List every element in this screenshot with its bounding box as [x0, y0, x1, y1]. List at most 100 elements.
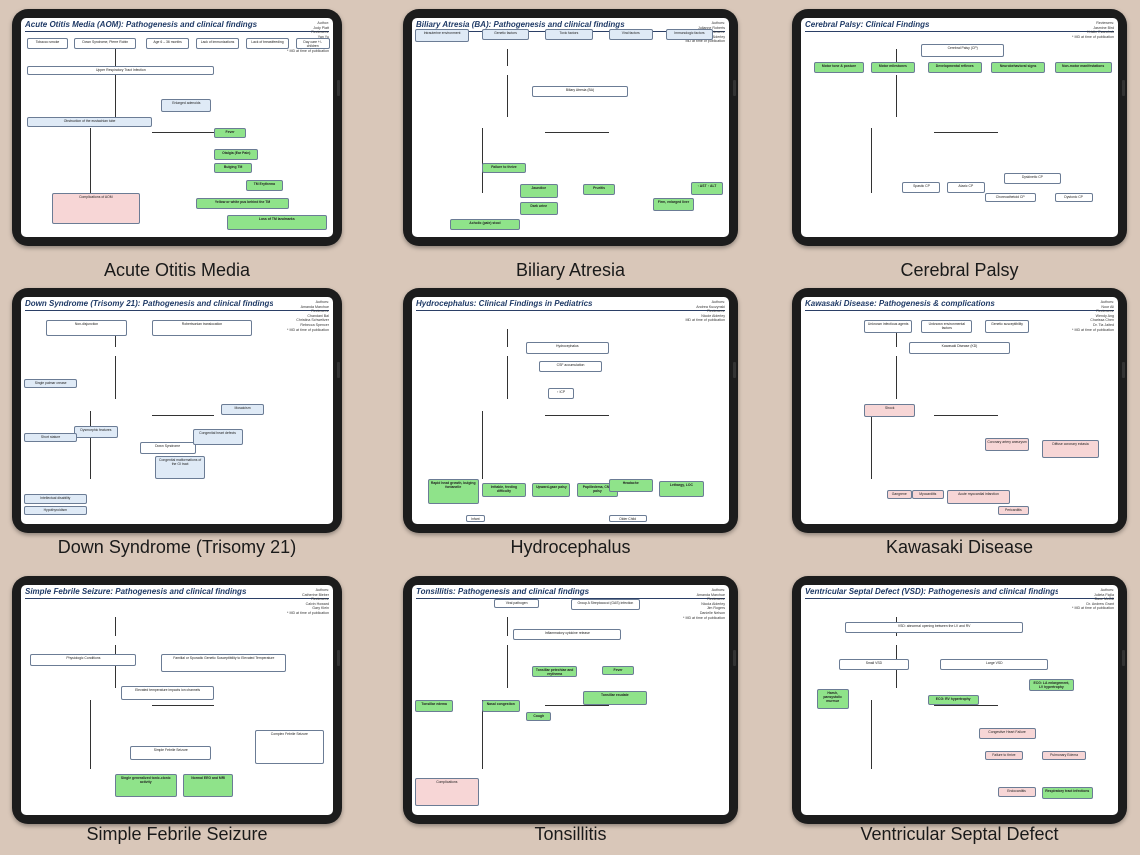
diagram-node: Physiologic Conditions	[30, 654, 137, 666]
card-caption: Acute Otitis Media	[103, 260, 251, 280]
tablet-side-button	[1122, 80, 1125, 97]
tablet-side-button	[337, 80, 340, 97]
diagram-node: Dystonic CP	[1054, 193, 1093, 202]
infographic-card[interactable]: Acute Otitis Media (AOM): Pathogenesis a…	[12, 9, 342, 285]
tablet-screen: Kawasaki Disease: Pathogenesis & complic…	[801, 297, 1118, 524]
diagram-node: Viral factors	[608, 28, 653, 40]
connector-line	[507, 644, 508, 689]
infographic-card[interactable]: Simple Febrile Seizure: Pathogenesis and…	[12, 576, 342, 849]
diagram-node: Dyskinetic CP	[1003, 173, 1061, 185]
card-caption: Cerebral Palsy	[900, 260, 1019, 280]
title-divider	[25, 598, 329, 599]
diagram-node: Viral pathogen	[494, 598, 539, 608]
document-title: Kawasaki Disease: Pathogenesis & complic…	[805, 299, 995, 308]
diagram-node: Obstruction of the eustachian tube	[27, 116, 153, 128]
diagram-node: ECG: LA enlargement, LV hypertrophy	[1029, 679, 1074, 691]
connector-line	[89, 410, 91, 479]
document-title: Down Syndrome (Trisomy 21): Pathogenesis…	[25, 299, 273, 308]
document-title: Acute Otitis Media (AOM): Pathogenesis a…	[25, 20, 258, 29]
diagram-node: Infant	[465, 514, 485, 522]
diagram-node: Upper Respiratory Tract Infection	[27, 66, 215, 75]
connector-line	[89, 127, 91, 194]
connector-line	[545, 415, 609, 416]
diagram-node: Group A Streptococci (GAS) infection	[570, 598, 641, 611]
diagram-node: Non-motor manifestations	[1054, 61, 1112, 73]
diagram-node: Lack of immunizations	[195, 37, 240, 49]
tablet-side-button	[1122, 361, 1125, 378]
connector-line	[152, 704, 215, 706]
connector-line	[114, 328, 116, 347]
tablet-screen: Ventricular Septal Defect (VSD): Pathoge…	[801, 585, 1118, 815]
title-divider	[25, 310, 329, 311]
tablet-screen: Tonsillitis: Pathogenesis and clinical f…	[412, 585, 729, 815]
diagram-node: Down Syndrome, Pierre Robin	[74, 37, 137, 49]
connector-line	[896, 328, 897, 347]
diagram-node: Developmental reflexes	[927, 61, 982, 73]
diagram-node: Acute myocardial infarction	[946, 489, 1011, 504]
connector-line	[934, 704, 998, 706]
diagram-node: Complications	[415, 778, 479, 806]
diagram-node: Lack of breastfeeding	[245, 37, 290, 49]
title-divider	[416, 310, 725, 311]
card-caption: Biliary Atresia	[515, 260, 626, 280]
diagram-node: Neurobehavioral signs	[991, 61, 1046, 73]
diagram-node: Yellow or white pus behind the TM	[195, 197, 290, 209]
diagram-node: Nasal congestion	[481, 700, 520, 712]
connector-line	[481, 410, 483, 479]
diagram-node: Unknown environmental factors	[921, 319, 973, 334]
diagram-node: Intrauterine environment	[415, 28, 470, 43]
diagram-node: Pulmonary Edema	[1041, 750, 1087, 760]
card-caption: Kawasaki Disease	[885, 537, 1034, 557]
diagram-node: Mosaicism	[220, 403, 265, 416]
diagram-node: Older Child	[608, 514, 647, 522]
card-caption: Down Syndrome (Trisomy 21)	[57, 537, 297, 557]
diagram-node: Complex Febrile Seizure	[255, 729, 324, 765]
diagram-node: TM Erythema	[245, 180, 284, 191]
infographic-card[interactable]: Hydrocephalus: Clinical Findings in Pedi…	[403, 288, 738, 562]
diagram-node: Lethargy, LOC	[659, 480, 704, 497]
diagram-node: Dysmorphic features	[74, 426, 118, 438]
diagram-node: Simple Febrile Seizure	[130, 746, 212, 760]
diagram-node: Failure to thrive	[481, 162, 527, 174]
diagram-node: Kawasaki Disease (KD)	[908, 342, 1011, 354]
tablet-side-button	[733, 80, 736, 97]
diagram-node: Coronary artery aneurysm	[984, 437, 1030, 452]
document-title: Cerebral Palsy: Clinical Findings	[805, 20, 930, 29]
infographic-card[interactable]: Down Syndrome (Trisomy 21): Pathogenesis…	[12, 288, 342, 562]
tablet-side-button	[733, 650, 736, 667]
connector-line	[89, 700, 91, 769]
diagram-node: Diffuse coronary ectasia	[1041, 440, 1099, 459]
diagram-node: CSF accumulation	[538, 360, 603, 372]
diagram-node: Biliary Atresia (BA)	[532, 85, 628, 97]
diagram-node: Day care +/- children	[295, 37, 330, 49]
diagram-node: Unknown infectious agents	[864, 319, 912, 334]
diagram-node: Headache	[608, 478, 653, 493]
diagram-node: Otalgia (Ear Pain)	[214, 149, 259, 161]
diagram-node: Genetic factors	[481, 28, 530, 40]
infographic-card[interactable]: Ventricular Septal Defect (VSD): Pathoge…	[792, 576, 1127, 849]
title-divider	[805, 310, 1114, 311]
connector-line	[545, 131, 609, 133]
diagram-node: Inflammatory cytokine release	[513, 628, 622, 641]
connector-line	[114, 48, 116, 67]
tablet-frame: Kawasaki Disease: Pathogenesis & complic…	[792, 288, 1127, 533]
diagram-node: Tonsillar petechiae and erythema	[532, 665, 577, 677]
diagram-node: Dark urine	[519, 201, 558, 216]
diagram-node: Small VSD	[839, 658, 909, 671]
tablet-side-button	[733, 361, 736, 378]
infographic-card[interactable]: Kawasaki Disease: Pathogenesis & complic…	[792, 288, 1127, 562]
infographic-card[interactable]: Tonsillitis: Pathogenesis and clinical f…	[403, 576, 738, 849]
connector-line	[481, 700, 483, 769]
diagram-node: Hydrocephalus	[526, 342, 609, 354]
diagram-node: Robertsonian translocation	[152, 319, 252, 336]
diagram-node: Normal EEG and MRI	[183, 773, 234, 797]
infographic-card[interactable]: Biliary Atresia (BA): Pathogenesis and c…	[403, 9, 738, 285]
diagram-node: Fever	[602, 665, 634, 675]
connector-line	[896, 74, 897, 117]
diagram-node: Gangrene	[886, 489, 912, 500]
author-credits: Authors: Amanda Marchue Reviewers: Nicol…	[683, 588, 725, 620]
tablet-side-button	[337, 361, 340, 378]
document-title: Tonsillitis: Pathogenesis and clinical f…	[416, 587, 590, 596]
